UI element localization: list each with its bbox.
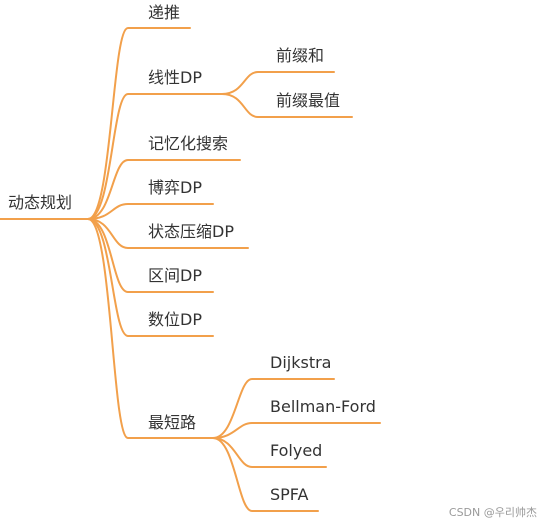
- edge-shuwei: [87, 218, 214, 337]
- watermark-text: CSDN @우리帅杰: [448, 506, 537, 519]
- node-zuiduanlu-label: 最短路: [148, 413, 197, 432]
- node-qianzhuihe-label: 前缀和: [276, 46, 325, 65]
- edge-qianzhuihe: [221, 71, 335, 95]
- edge-zuiduanlu: [87, 218, 214, 439]
- edge-bellman: [212, 422, 381, 439]
- root-node-label: 动态规划: [8, 193, 73, 212]
- edge-dijkstra: [212, 378, 335, 439]
- node-spfa-label: SPFA: [270, 485, 309, 504]
- node-dijkstra-label: Dijkstra: [270, 353, 332, 372]
- edge-qianzhuizuizhi: [221, 93, 353, 118]
- mindmap-edges: [0, 27, 381, 512]
- edge-xianxing: [87, 93, 223, 220]
- node-dituei-label: 递推: [148, 3, 181, 22]
- node-boyi-label: 博弈DP: [148, 178, 202, 197]
- node-qianzhuizuizhi-label: 前缀最值: [276, 91, 341, 110]
- edge-boyi: [87, 203, 214, 220]
- edge-dituei: [87, 27, 191, 220]
- node-xianxing-label: 线性DP: [148, 68, 202, 87]
- node-bellman-label: Bellman-Ford: [270, 397, 376, 416]
- node-shuwei-label: 数位DP: [148, 310, 202, 329]
- node-qujian-label: 区间DP: [148, 266, 202, 285]
- node-zhuangtai-label: 状态压缩DP: [148, 222, 234, 241]
- edge-jiyi: [87, 159, 241, 220]
- edge-spfa: [212, 437, 319, 512]
- node-folyed-label: Folyed: [270, 441, 323, 460]
- node-jiyi-label: 记忆化搜索: [148, 134, 229, 153]
- edge-folyed: [212, 437, 327, 468]
- edge-zhuangtai: [87, 218, 249, 249]
